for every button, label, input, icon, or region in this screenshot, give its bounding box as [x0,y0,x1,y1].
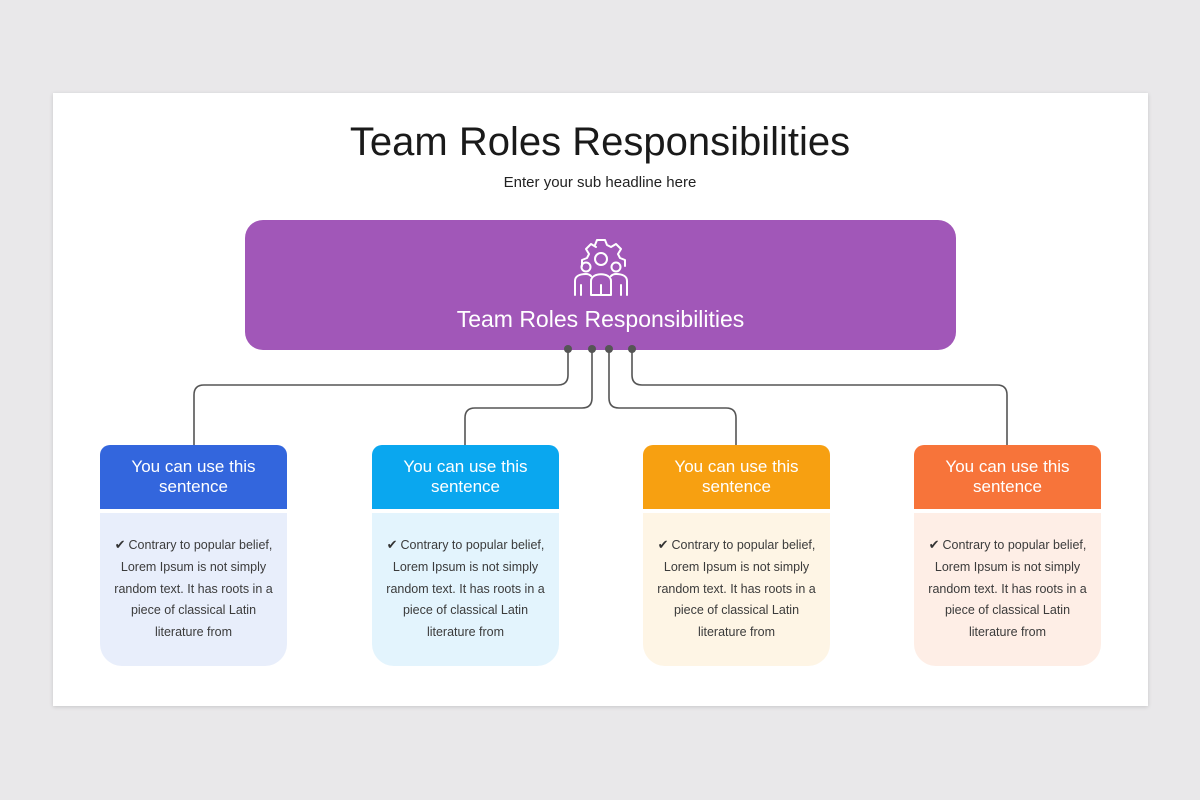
role-card-heading: You can use this sentence [372,445,559,509]
role-card-heading: You can use this sentence [643,445,830,509]
role-card-text: Contrary to popular belief, Lorem Ipsum … [114,538,273,640]
role-card-body: ✔Contrary to popular belief, Lorem Ipsum… [100,513,287,666]
role-card-body: ✔Contrary to popular belief, Lorem Ipsum… [914,513,1101,666]
role-card-body: ✔Contrary to popular belief, Lorem Ipsum… [372,513,559,666]
slide-subtitle: Enter your sub headline here [503,174,697,191]
checkmark-icon: ✔ [657,537,669,552]
role-card-text: Contrary to popular belief, Lorem Ipsum … [928,538,1087,640]
checkmark-icon: ✔ [386,537,398,552]
checkmark-icon: ✔ [114,537,126,552]
role-card-body: ✔Contrary to popular belief, Lorem Ipsum… [643,513,830,666]
slide-title: Team Roles Responsibilities [349,120,851,164]
checkmark-icon: ✔ [928,537,940,552]
role-card-text: Contrary to popular belief, Lorem Ipsum … [386,538,545,640]
main-role-label: Team Roles Responsibilities [456,306,745,332]
role-card-3: You can use this sentence ✔Contrary to p… [643,445,830,666]
role-card-heading: You can use this sentence [914,445,1101,509]
role-card-2: You can use this sentence ✔Contrary to p… [372,445,559,666]
team-gear-icon [574,239,628,296]
role-card-text: Contrary to popular belief, Lorem Ipsum … [657,538,816,640]
role-card-1: You can use this sentence ✔Contrary to p… [100,445,287,666]
role-card-4: You can use this sentence ✔Contrary to p… [914,445,1101,666]
role-card-heading: You can use this sentence [100,445,287,509]
